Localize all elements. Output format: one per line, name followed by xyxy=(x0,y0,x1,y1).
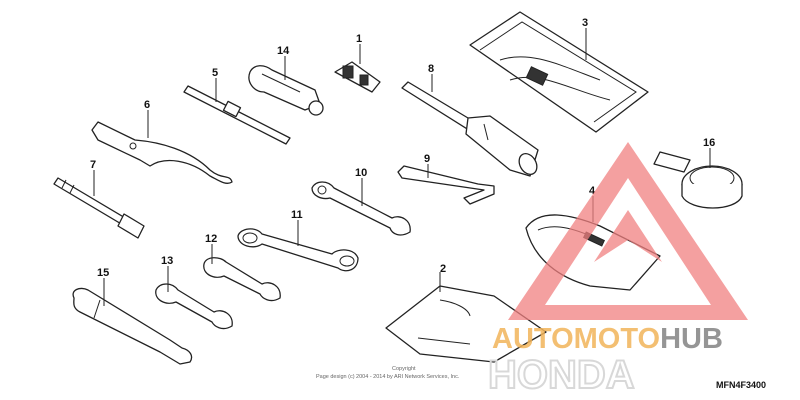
watermark: AUTOMOTOHUB HONDA xyxy=(487,142,748,398)
watermark-inner-chevron-icon xyxy=(594,210,662,262)
label-8: 8 xyxy=(428,63,434,75)
label-7: 7 xyxy=(90,159,96,171)
part-handle-grip[interactable] xyxy=(72,287,193,365)
label-11: 11 xyxy=(291,209,303,221)
label-2: 2 xyxy=(440,263,446,275)
leader-lines xyxy=(93,28,711,306)
copyright-heading: Copyright xyxy=(392,366,416,372)
label-16: 16 xyxy=(703,137,715,149)
label-13: 13 xyxy=(161,255,173,267)
label-5: 5 xyxy=(212,67,218,79)
label-4: 4 xyxy=(589,185,596,197)
part-box-wrench[interactable] xyxy=(401,81,540,178)
part-hex-key[interactable] xyxy=(397,165,495,205)
copyright-text: Page design (c) 2004 - 2014 by ARI Netwo… xyxy=(316,374,460,380)
diagram-code: MFN4F3400 xyxy=(716,380,766,390)
label-3: 3 xyxy=(582,17,588,29)
label-1: 1 xyxy=(356,33,362,45)
label-15: 15 xyxy=(97,267,109,279)
label-9: 9 xyxy=(424,153,430,165)
watermark-triangle-icon xyxy=(508,142,748,320)
part-screwdriver-handle[interactable] xyxy=(248,65,324,116)
part-screwdriver-shaft[interactable] xyxy=(183,85,291,145)
part-open-wrench-13[interactable] xyxy=(155,283,233,330)
label-12: 12 xyxy=(205,233,217,245)
watermark-honda-text: HONDA xyxy=(488,353,635,397)
label-14: 14 xyxy=(277,45,290,57)
part-extension-bolt[interactable] xyxy=(53,177,145,239)
part-tool-bag[interactable] xyxy=(469,11,649,133)
part-open-wrench-10[interactable] xyxy=(311,181,411,236)
part-pin-spanner[interactable] xyxy=(91,121,233,184)
label-10: 10 xyxy=(355,167,367,179)
label-6: 6 xyxy=(144,99,150,111)
part-gauge-reel[interactable] xyxy=(653,151,743,209)
watermark-brand-text: AUTOMOTOHUB xyxy=(492,323,723,355)
part-clip-tool[interactable] xyxy=(334,61,381,93)
part-open-wrench-12[interactable] xyxy=(203,257,281,302)
part-number-labels: 1 2 3 4 5 6 7 8 9 10 11 12 13 14 15 16 xyxy=(90,17,715,279)
part-ring-wrench[interactable] xyxy=(237,228,359,272)
